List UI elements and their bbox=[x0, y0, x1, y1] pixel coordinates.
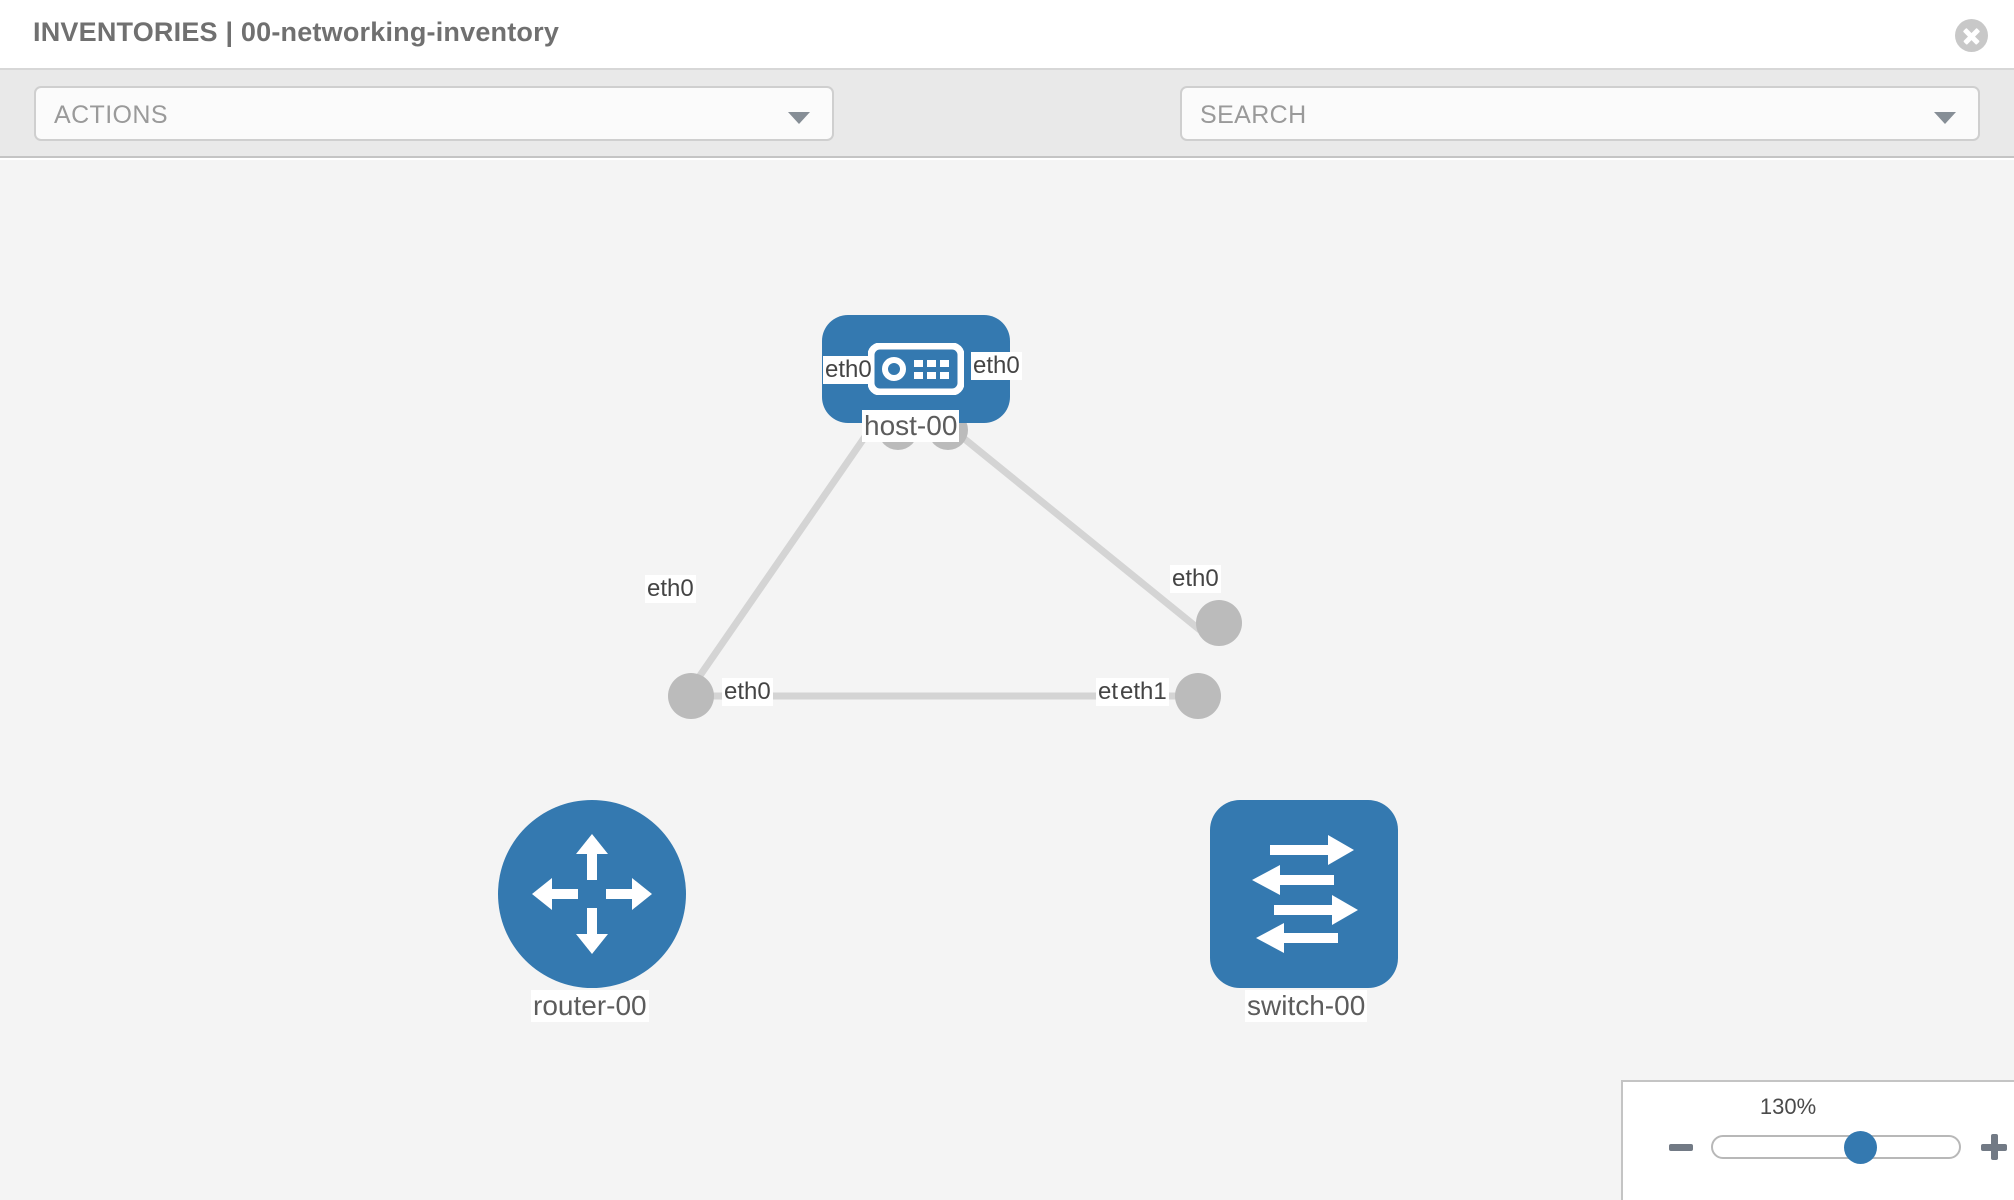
page-title: INVENTORIES | 00-networking-inventory bbox=[33, 17, 560, 47]
zoom-slider-thumb[interactable] bbox=[1844, 1131, 1878, 1164]
node-label: switch-00 bbox=[1245, 990, 1368, 1022]
edge-label: eth0 bbox=[645, 575, 696, 603]
interface-endpoint[interactable] bbox=[1196, 600, 1242, 646]
zoom-level-label: 130% bbox=[1759, 1094, 1817, 1119]
router-icon bbox=[532, 834, 652, 954]
chevron-down-icon bbox=[788, 112, 810, 124]
router-node-shape[interactable] bbox=[498, 800, 686, 988]
interface-endpoint[interactable] bbox=[668, 673, 714, 719]
edge-label: eth1 bbox=[1118, 678, 1169, 706]
close-icon[interactable] bbox=[1955, 19, 1988, 52]
interface-endpoint[interactable] bbox=[1175, 673, 1221, 719]
zoom-slider[interactable] bbox=[1711, 1131, 1961, 1164]
node-label: router-00 bbox=[531, 990, 649, 1022]
switch-icon bbox=[1252, 835, 1358, 953]
search-input[interactable]: SEARCH bbox=[1180, 86, 1980, 141]
zoom-in-button[interactable] bbox=[1981, 1134, 2007, 1160]
actions-dropdown-label: ACTIONS bbox=[54, 101, 168, 129]
edge-label: eth0 bbox=[823, 356, 874, 384]
actions-dropdown[interactable]: ACTIONS bbox=[34, 86, 834, 141]
zoom-out-button[interactable] bbox=[1669, 1144, 1693, 1151]
topology-edges bbox=[687, 412, 1203, 700]
zoom-control-panel: 130% bbox=[1621, 1080, 2014, 1200]
page-header: INVENTORIES | 00-networking-inventory bbox=[0, 0, 2014, 70]
toolbar: ACTIONS SEARCH bbox=[0, 70, 2014, 197]
server-icon bbox=[868, 343, 964, 395]
edge-label: eth0 bbox=[722, 678, 773, 706]
chevron-down-icon bbox=[1934, 112, 1956, 124]
switch-node-shape[interactable] bbox=[1210, 800, 1398, 988]
topology-canvas[interactable]: host-00 router-00 bbox=[0, 160, 2014, 1200]
edge-label: eth0 bbox=[1170, 565, 1221, 593]
edge-label: eth0 bbox=[971, 352, 1022, 380]
node-label: host-00 bbox=[862, 410, 960, 442]
search-placeholder: SEARCH bbox=[1200, 101, 1307, 129]
